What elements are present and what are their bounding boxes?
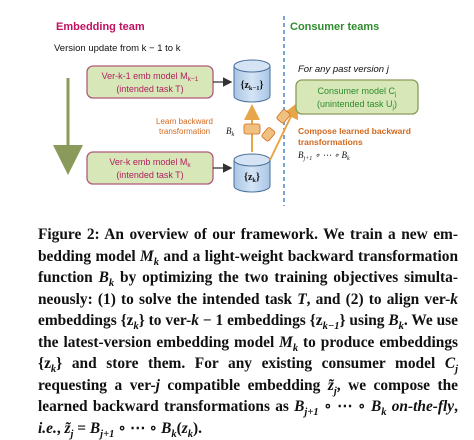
caption-text: to produce embed­dings [298, 333, 458, 351]
caption-text: . We use the latest-version embedding mo… [38, 312, 458, 351]
caption-subscript: j [455, 364, 458, 376]
caption-text: ). [192, 419, 202, 437]
consumer-teams-heading: Consumer teams [290, 21, 379, 33]
compose-block-2 [276, 109, 291, 124]
caption-symbol: T [297, 290, 307, 308]
svg-text:{zk−1}: {zk−1} [241, 80, 264, 92]
caption-text: embeddings [38, 312, 121, 329]
caption-emphasis: on-the-fly [386, 398, 455, 415]
caption-symbol: B [388, 312, 399, 329]
caption-subscript: k−1 [322, 321, 340, 333]
version-update-label: Version update from k − 1 to k [54, 43, 181, 54]
caption-symbol: {z [309, 312, 323, 329]
caption-subscript: k [50, 364, 57, 376]
learn-backward-label: Learn backward [156, 117, 213, 126]
figure-caption: Figure 2: An overview of our framework. … [38, 224, 458, 439]
backward-transform-block [243, 123, 261, 135]
old-model-label: Ver-k-1 emb model Mk−1 [102, 71, 199, 83]
caption-text: , and (2) to align ver- [306, 290, 451, 308]
compose-label-2: transformations [298, 137, 363, 147]
caption-symbol: j [155, 376, 160, 394]
caption-subscript: k [292, 342, 299, 354]
caption-symbol: {z [38, 355, 51, 372]
new-model-label: Ver-k emb model Mk [109, 157, 191, 169]
caption-symbol: M [279, 333, 293, 351]
caption-symbol: k [191, 312, 199, 329]
caption-symbol: z̃ [327, 376, 334, 394]
bk-symbol: Bk [226, 126, 235, 138]
caption-text: , we compose the learned backward transf… [38, 376, 459, 416]
new-embedding-db: {zk} [233, 153, 271, 193]
caption-symbol: B [294, 398, 305, 415]
caption-text: and store them. For any existing consume… [62, 355, 445, 372]
caption-text: using [345, 312, 389, 329]
transformation-label: transformation [159, 127, 210, 136]
caption-text: , [454, 398, 458, 415]
caption-symbol: {z [120, 312, 134, 329]
caption-subscript: j [333, 385, 337, 397]
caption-subscript: j+1 [100, 428, 115, 440]
caption-subscript: k [108, 278, 115, 290]
caption-subscript: k [133, 321, 139, 333]
caption-text: − 1 embeddings [199, 312, 310, 329]
caption-subscript: k [398, 321, 404, 333]
old-embedding-db: {zk−1} [233, 59, 271, 103]
caption-text: ∘ ⋯ ∘ [114, 419, 162, 437]
caption-text: = [73, 419, 90, 437]
caption-subscript: j+1 [304, 407, 319, 419]
caption-symbol: } [56, 355, 63, 372]
caption-text: compatible embedding [159, 376, 328, 394]
caption-text: requesting a ver- [38, 376, 156, 394]
compose-arrow [269, 102, 299, 161]
caption-symbol: M [140, 247, 154, 265]
compose-label-1: Compose learned backward [298, 126, 411, 136]
caption-text: by optimizing the two training objective… [38, 269, 458, 308]
caption-text: to ver- [144, 312, 192, 329]
caption-emphasis: i.e. [38, 419, 57, 437]
caption-symbol: B [370, 398, 382, 415]
caption-symbol: B [89, 419, 101, 437]
caption-subscript: k [381, 407, 387, 419]
consumer-model-box [295, 79, 419, 115]
svg-text:{zk}: {zk} [244, 172, 260, 184]
caption-symbol: k [450, 290, 458, 308]
caption-symbol: B [161, 419, 172, 437]
embedding-team-heading: Embedding team [56, 21, 145, 33]
caption-subscript: k [153, 256, 159, 268]
caption-text: Figure 2: An overview of our framework. … [38, 226, 458, 265]
old-model-task: (intended task T) [116, 84, 183, 94]
consumer-model-label: Consumer model Cj [318, 86, 397, 98]
framework-diagram: Embedding team Consumer teams Version up… [53, 16, 419, 206]
compose-block-1 [261, 127, 276, 142]
any-past-version-label: For any past version j [298, 64, 390, 75]
consumer-model-task: (unintended task Uj) [317, 99, 397, 111]
caption-text: , [56, 419, 65, 437]
caption-text: and a light-weight backward transformati… [38, 247, 459, 287]
new-model-task: (intended task T) [116, 170, 183, 180]
caption-symbol: C [444, 355, 456, 372]
compose-formula: Bj+1 ∘ ⋯ ∘ Bk [298, 150, 350, 162]
caption-symbol: B [98, 269, 109, 286]
caption-symbol: } [138, 312, 145, 329]
caption-symbol: } [339, 312, 346, 329]
caption-text: ∘ ⋯ ∘ [318, 398, 371, 415]
